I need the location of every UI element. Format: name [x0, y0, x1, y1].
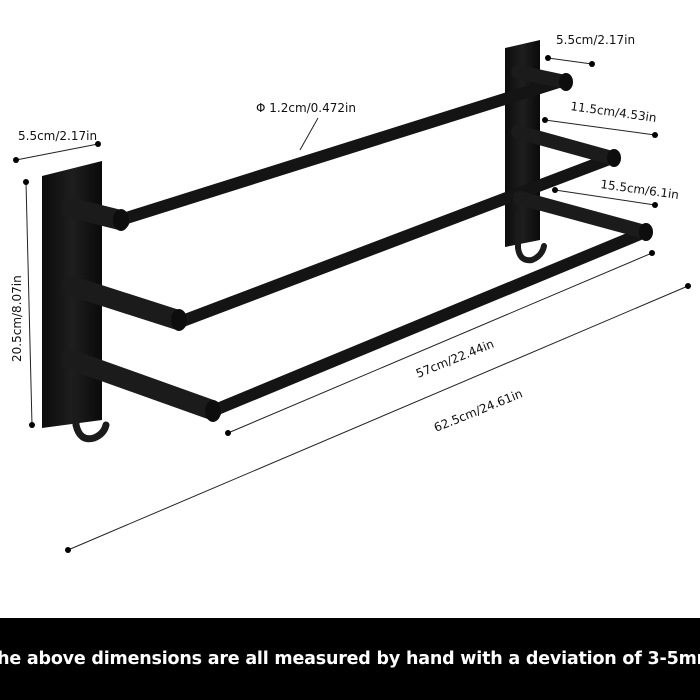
bar-length-label: 57cm/22.44in	[414, 337, 496, 381]
towel-rack-illustration: 5.5cm/2.17in 5.5cm/2.17in Φ 1.2cm/0.472i…	[10, 33, 691, 553]
dimension-lines	[15, 57, 689, 551]
mid-depth-label: 11.5cm/4.53in	[570, 99, 658, 125]
rear-rods	[114, 74, 651, 416]
right-hook-icon	[515, 212, 547, 264]
footer-banner: The above dimensions are all measured by…	[0, 618, 700, 700]
left-plate-arms	[62, 198, 222, 420]
total-length-label: 62.5cm/24.61in	[432, 386, 525, 434]
dimension-endpoints	[13, 55, 691, 553]
diameter-label: Φ 1.2cm/0.472in	[256, 101, 356, 115]
measurement-note: The above dimensions are all measured by…	[0, 649, 700, 669]
left-arm-caps	[113, 209, 221, 422]
top-depth-label: 5.5cm/2.17in	[556, 33, 635, 47]
right-plate-arms	[511, 65, 652, 239]
left-hook-icon	[72, 374, 110, 443]
left-depth-label: 5.5cm/2.17in	[18, 129, 97, 143]
height-label: 20.5cm/8.07in	[10, 275, 24, 362]
right-arm-caps	[559, 73, 653, 241]
